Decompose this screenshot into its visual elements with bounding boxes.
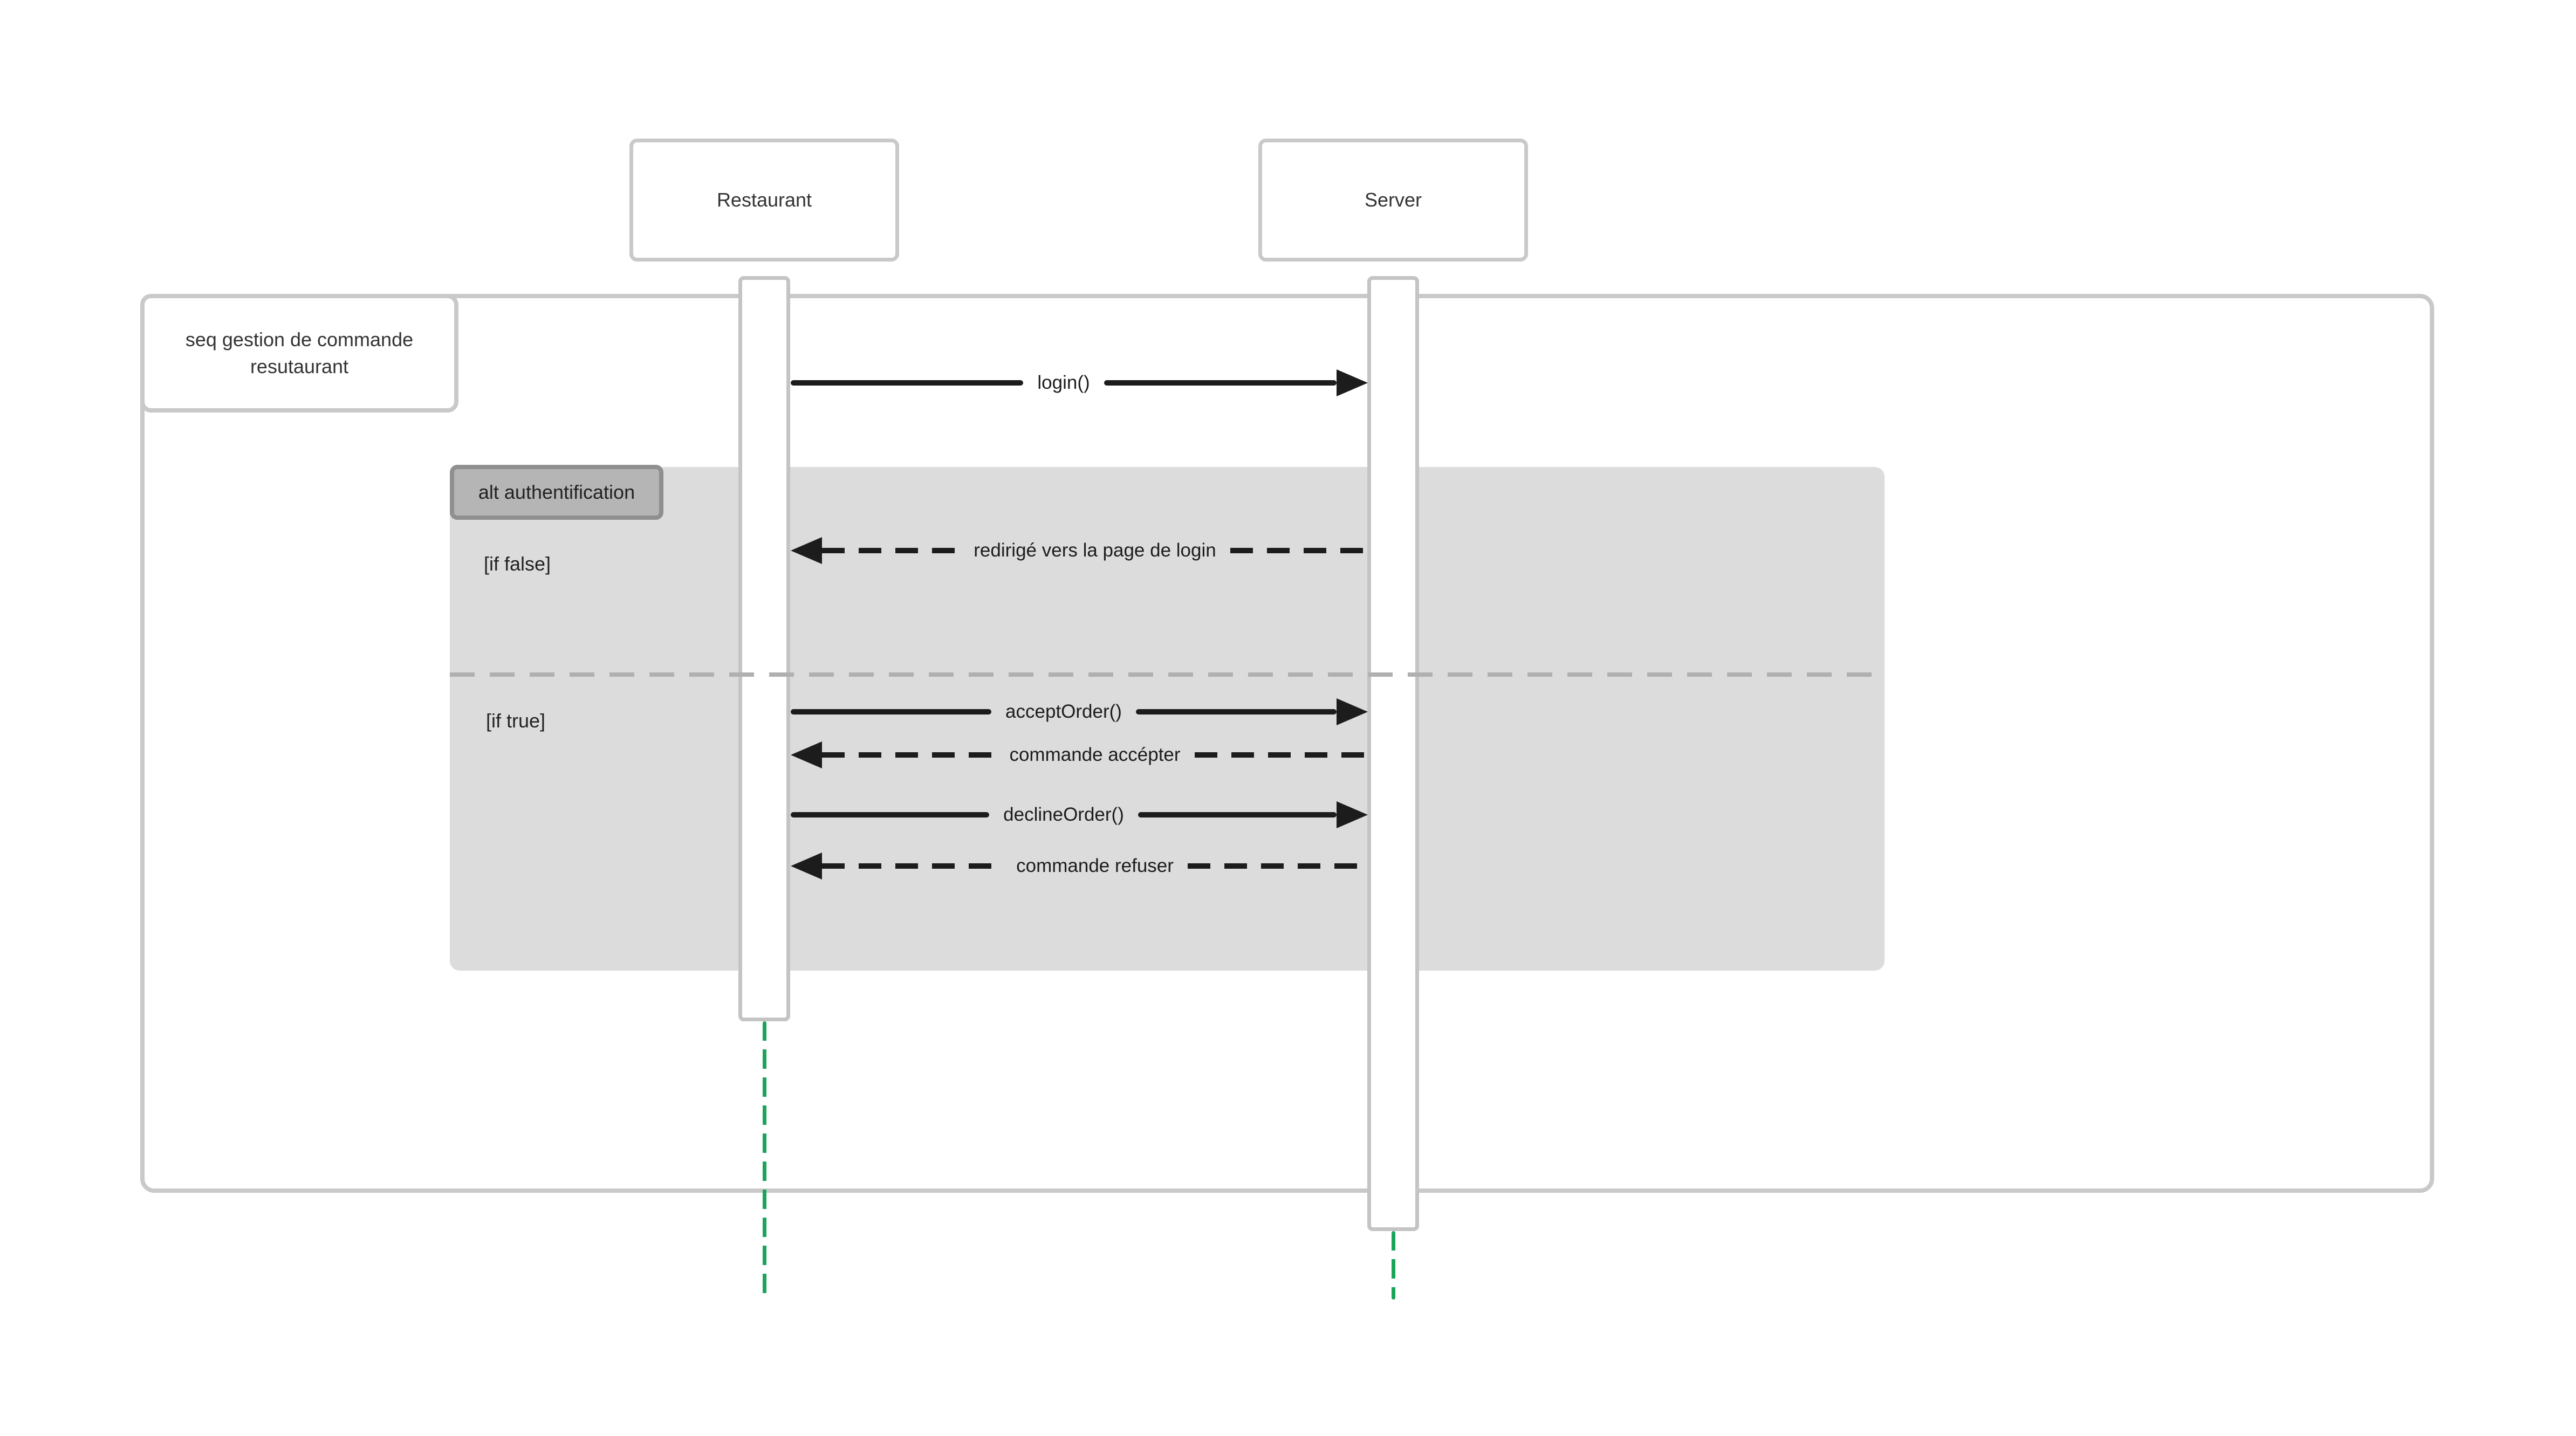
- arrowhead-right-icon: [1337, 801, 1368, 828]
- alt-fragment-label-text: alt authentification: [478, 481, 635, 503]
- alt-fragment-region: [450, 467, 1885, 971]
- arrowhead-right-icon: [1337, 698, 1368, 725]
- message-line-dashed: [822, 548, 960, 553]
- message-line-dashed: [822, 752, 996, 758]
- message-line: [791, 709, 992, 714]
- message-order-accepted[interactable]: commande accépter: [791, 741, 1368, 769]
- actor-server[interactable]: Server: [1258, 139, 1528, 262]
- message-line: [1138, 812, 1337, 817]
- activation-bar-restaurant: [738, 276, 790, 1021]
- arrowhead-left-icon: [791, 537, 822, 564]
- message-decline-order-label: declineOrder(): [1003, 804, 1124, 825]
- arrowhead-left-icon: [791, 853, 822, 880]
- message-accept-order-label: acceptOrder(): [1005, 701, 1122, 722]
- lifeline-server: [1392, 1231, 1395, 1300]
- alt-fragment-label[interactable]: alt authentification: [450, 465, 663, 520]
- frame-title: seq gestion de commande resutaurant: [185, 328, 414, 377]
- message-redirect-to-login[interactable]: redirigé vers la page de login: [791, 537, 1368, 565]
- frame-title-box: seq gestion de commande resutaurant: [140, 294, 458, 413]
- message-decline-order[interactable]: declineOrder(): [791, 801, 1368, 829]
- alt-divider-dashed-line: [450, 672, 1885, 677]
- message-line: [1104, 380, 1337, 386]
- lifeline-restaurant: [763, 1021, 766, 1300]
- guard-if-true: [if true]: [486, 710, 546, 732]
- guard-if-false: [if false]: [484, 553, 551, 575]
- message-order-refused[interactable]: commande refuser: [791, 852, 1368, 880]
- message-login-label: login(): [1037, 372, 1090, 393]
- actor-server-label: Server: [1364, 189, 1422, 211]
- activation-bar-server: [1367, 276, 1419, 1231]
- message-line: [791, 380, 1024, 386]
- message-redirect-label: redirigé vers la page de login: [974, 540, 1216, 561]
- message-login[interactable]: login(): [791, 369, 1368, 397]
- message-line-dashed: [1230, 548, 1368, 553]
- message-order-accepted-label: commande accépter: [1009, 744, 1181, 765]
- arrowhead-right-icon: [1337, 369, 1368, 396]
- message-line: [791, 812, 990, 817]
- arrowhead-left-icon: [791, 741, 822, 768]
- message-order-refused-label: commande refuser: [1016, 855, 1174, 876]
- message-line-dashed: [822, 863, 1003, 869]
- sequence-frame: [140, 294, 2434, 1193]
- message-line-dashed: [1194, 752, 1368, 758]
- message-line: [1135, 709, 1337, 714]
- message-accept-order[interactable]: acceptOrder(): [791, 698, 1368, 726]
- message-line-dashed: [1187, 863, 1368, 869]
- actor-restaurant-label: Restaurant: [716, 189, 812, 211]
- actor-restaurant[interactable]: Restaurant: [629, 139, 899, 262]
